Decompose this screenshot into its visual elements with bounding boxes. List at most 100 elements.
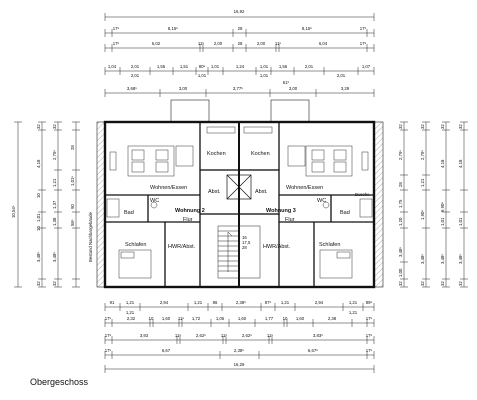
dim-label: 2,79⁵ bbox=[420, 150, 425, 160]
dim-label: 80⁵ bbox=[199, 64, 206, 69]
bottom-dimension-labels: 91 1,21 2,94 1,21 86 2,38⁵ 87⁵ 1,21 2,94… bbox=[105, 300, 373, 367]
dim-label: 2,38 bbox=[328, 316, 337, 321]
dim-label: 2,01 bbox=[305, 64, 314, 69]
dim-label: 10 bbox=[283, 316, 288, 321]
stair-label: 17,5 bbox=[242, 240, 251, 245]
dim-label: 6,04 bbox=[319, 41, 328, 46]
dim-label: 10 bbox=[149, 316, 154, 321]
room-label-flur-left: Flur bbox=[183, 217, 193, 223]
dim-label: 1,21 bbox=[52, 178, 57, 187]
elevator-shaft bbox=[226, 174, 252, 200]
dim-label: 32 bbox=[440, 124, 445, 129]
dim-label: 2,01 bbox=[131, 64, 140, 69]
dim-label: 3,00 bbox=[179, 86, 188, 91]
dim-label: 4,18 bbox=[440, 159, 445, 168]
dim-label: 1,07 bbox=[362, 64, 371, 69]
dim-label: 3,83⁵ bbox=[313, 333, 323, 338]
dim-label: 1,56 bbox=[279, 64, 288, 69]
dim-label: 61⁵ bbox=[283, 80, 290, 85]
dim-label: 32 bbox=[398, 124, 403, 129]
dim-label: 32 bbox=[398, 281, 403, 286]
dim-label: 1,24 bbox=[236, 64, 245, 69]
room-label-dusche: Dusche bbox=[355, 192, 370, 197]
dim-label: 2,62⁵ bbox=[242, 333, 252, 338]
dim-label: 1,21 bbox=[281, 300, 290, 305]
dim-label: 28 bbox=[238, 41, 243, 46]
dim-label: 1,60 bbox=[296, 316, 305, 321]
right-dimension-chains bbox=[400, 121, 468, 288]
dim-label: 1,01 bbox=[36, 213, 41, 222]
dim-label: 1,72 bbox=[192, 316, 201, 321]
dim-label: 17⁵ bbox=[113, 26, 120, 31]
overall-depth-label: 10,54⁵ bbox=[11, 205, 16, 218]
dim-label: 1,90⁵ bbox=[420, 210, 425, 220]
dim-label: 1,01 bbox=[440, 217, 445, 226]
floor-caption: Obergeschoss bbox=[30, 377, 89, 387]
dim-label: 17⁵ bbox=[366, 316, 373, 321]
dim-label: 1,20 bbox=[398, 217, 403, 226]
neighbour-building-label: Bestand Nachbargebäude bbox=[88, 211, 93, 262]
interior-walls bbox=[105, 122, 374, 287]
dim-label: 2,75⁵ bbox=[52, 150, 57, 160]
room-label-abst-right: Abst. bbox=[255, 189, 268, 195]
dim-label: 17⁵ bbox=[360, 26, 367, 31]
dim-label: 32 bbox=[458, 281, 463, 286]
dim-label: 8,15⁵ bbox=[302, 26, 312, 31]
dim-label: 4,18 bbox=[458, 159, 463, 168]
dim-label: 32 bbox=[420, 124, 425, 129]
dim-label: 17⁵ bbox=[366, 348, 373, 353]
dim-label: 11⁵ bbox=[175, 333, 181, 338]
dim-label: 3,68⁵ bbox=[127, 86, 137, 91]
dim-label: 2,01 bbox=[337, 73, 346, 78]
apartment-label-right: Wohnung 3 bbox=[266, 208, 296, 214]
dim-label: 1,01 bbox=[198, 73, 207, 78]
dim-label: 1,21 bbox=[126, 310, 135, 315]
room-label-schlafen-right: Schlafen bbox=[319, 242, 340, 248]
right-dimension-labels: 32 2,79⁵ 28 1,75 1,20 3,48⁵ 1,00 32 32 2… bbox=[398, 124, 463, 286]
dim-label: 2,94 bbox=[315, 300, 324, 305]
dim-label: 17⁵ bbox=[366, 333, 373, 338]
room-label-bad-left: Bad bbox=[124, 210, 134, 216]
dim-label: 10 bbox=[36, 193, 41, 198]
dim-label: 1,00 bbox=[398, 268, 403, 277]
dim-label: 1,21 bbox=[420, 178, 425, 187]
dim-label: 3,29 bbox=[341, 86, 350, 91]
dim-label: 28 bbox=[70, 145, 75, 150]
overall-width-label: 16,92 bbox=[234, 9, 245, 14]
dim-label: 3,48⁵ bbox=[420, 254, 425, 264]
dim-label: 1,01⁵ bbox=[70, 176, 75, 186]
dim-label: 2,01 bbox=[131, 73, 140, 78]
room-label-kochen-right: Kochen bbox=[251, 151, 270, 157]
room-label-bad-right: Bad bbox=[340, 210, 350, 216]
room-label-wc-left: WC bbox=[150, 198, 159, 204]
dim-label: 2,00 bbox=[214, 41, 223, 46]
dim-label: 17⁵ bbox=[360, 41, 367, 46]
dim-label: 3,48⁵ bbox=[458, 254, 463, 264]
room-label-kochen-left: Kochen bbox=[207, 151, 226, 157]
dim-label: 1,51 bbox=[180, 64, 189, 69]
dim-label: 11⁵ bbox=[275, 41, 281, 46]
dim-label: 2,79⁵ bbox=[398, 150, 403, 160]
dim-label: 2,62⁵ bbox=[196, 333, 206, 338]
dim-label: 1,60 bbox=[162, 316, 171, 321]
top-dimension-chains bbox=[104, 13, 375, 97]
room-label-wohnen-left: Wohnen/Essen bbox=[150, 185, 187, 191]
dim-label: 32 bbox=[420, 281, 425, 286]
dim-label: 3,93 bbox=[140, 333, 149, 338]
dim-label: 86 bbox=[213, 300, 218, 305]
dim-label: 1,21 bbox=[349, 300, 358, 305]
dim-label: 1,77 bbox=[265, 316, 274, 321]
room-label-wohnen-right: Wohnen/Essen bbox=[286, 185, 323, 191]
room-label-hwr-right: HWR/Abst. bbox=[263, 244, 291, 250]
room-label-abst-left: Abst. bbox=[208, 189, 221, 195]
dim-label: 32 bbox=[36, 281, 41, 286]
dim-label: 1,01 bbox=[211, 64, 220, 69]
dim-label: 17⁵ bbox=[105, 316, 112, 321]
dim-label: 17⁵ bbox=[105, 333, 112, 338]
room-label-wc-right: WC bbox=[317, 198, 326, 204]
dim-label: 32 bbox=[36, 124, 41, 129]
top-dimension-labels: 16,92 17⁵ 8,15⁵ 28 8,15⁵ 17⁵ 17⁵ 6,02 11… bbox=[108, 9, 371, 91]
left-dimension-chains bbox=[14, 121, 80, 288]
dim-label: 1,01 bbox=[260, 73, 269, 78]
